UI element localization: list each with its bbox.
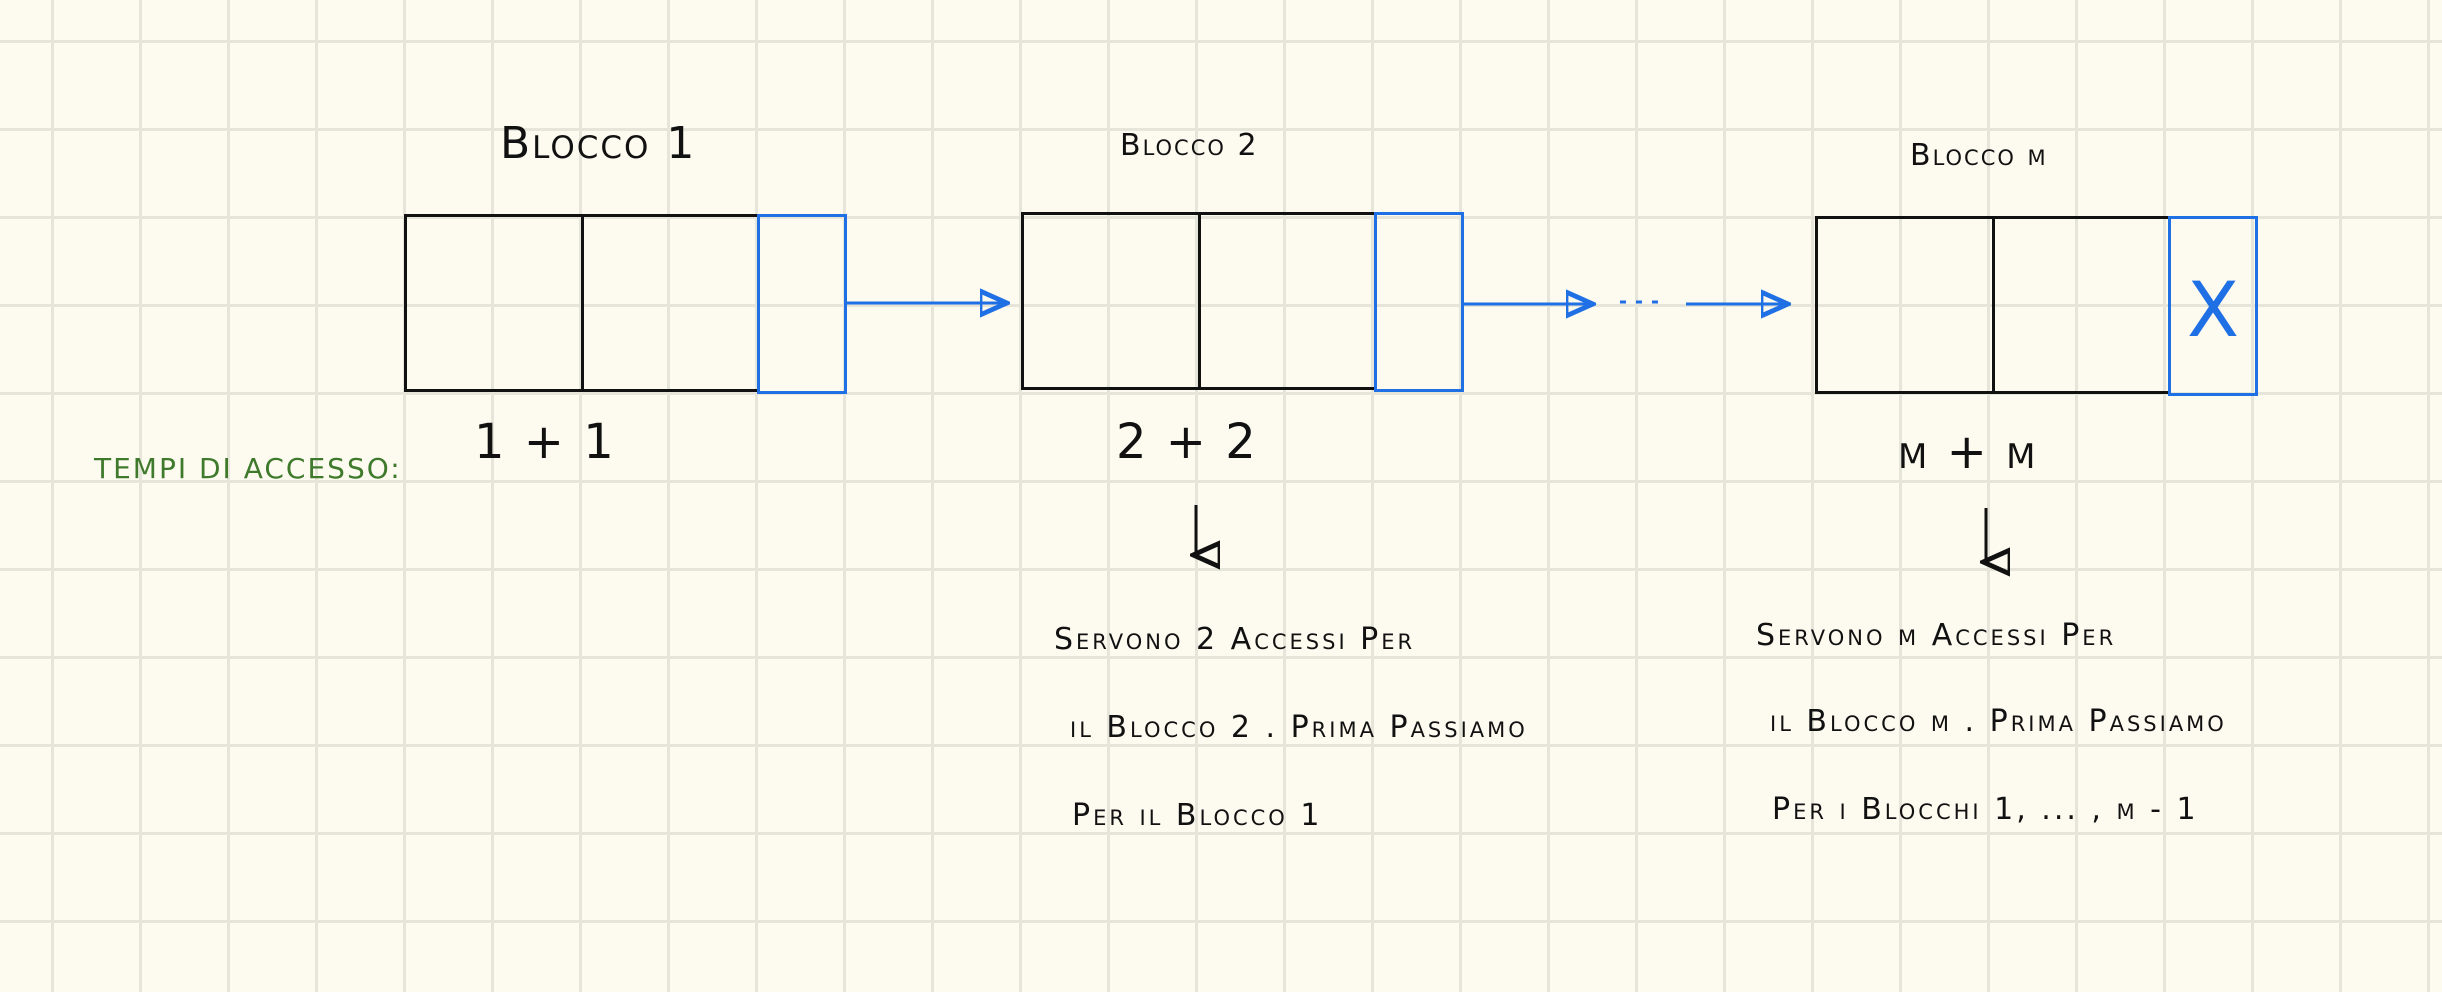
block-2-title: Blocco 2 <box>1120 128 1259 163</box>
block-2-pointer-cell <box>1374 212 1464 392</box>
block-m-note-line-3: Per i Blocchi 1, ... , m - 1 <box>1772 792 2199 827</box>
block-1-title: Blocco 1 <box>500 118 697 169</box>
block-2-note-line-1: Servono 2 Accessi Per <box>1054 622 1416 657</box>
block-m-pointer-cell <box>2168 216 2258 396</box>
null-pointer-mark: X <box>2187 265 2240 354</box>
block-m-note-line-2: il Blocco m . Prima Passiamo <box>1770 704 2227 739</box>
access-times-label: TEMPI DI ACCESSO: <box>94 452 402 485</box>
block-2-note-line-2: il Blocco 2 . Prima Passiamo <box>1070 710 1528 745</box>
block-1-access-cost: 1 + 1 <box>474 414 616 470</box>
block-2-access-cost: 2 + 2 <box>1116 414 1258 470</box>
block-m-access-cost: m + m <box>1898 424 2038 480</box>
block-2-note-line-3: Per il Blocco 1 <box>1072 798 1323 833</box>
block-m-title: Blocco m <box>1910 138 2048 173</box>
block-1-pointer-cell <box>757 214 847 394</box>
block-m-note-line-1: Servono m Accessi Per <box>1756 618 2117 653</box>
